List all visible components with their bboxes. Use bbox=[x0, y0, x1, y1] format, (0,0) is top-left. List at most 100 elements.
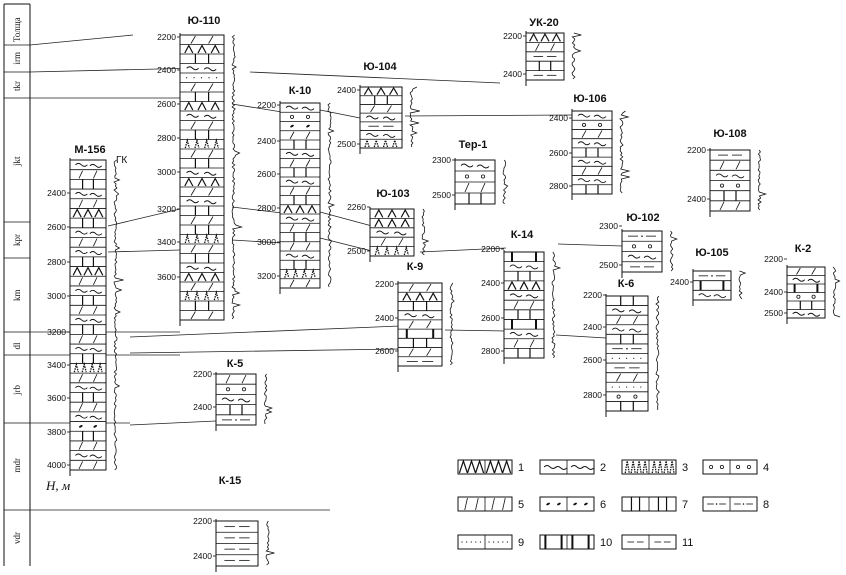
depth-label: 4000 bbox=[47, 460, 66, 470]
depth-label: 2400 bbox=[549, 113, 568, 123]
well-name: К-9 bbox=[407, 261, 424, 273]
correlation-line bbox=[107, 208, 181, 227]
depth-label: 2600 bbox=[375, 346, 394, 356]
correlation-line bbox=[249, 71, 501, 84]
gk-curve bbox=[832, 266, 841, 318]
depth-label: 2200 bbox=[193, 369, 212, 379]
formation-label: km bbox=[12, 289, 22, 301]
legend-item-5: 5 bbox=[457, 496, 524, 512]
depth-label: 2600 bbox=[47, 222, 66, 232]
legend-number: 11 bbox=[682, 537, 693, 549]
depth-label: 2400 bbox=[687, 194, 706, 204]
depth-label: 2400 bbox=[481, 278, 500, 288]
correlation-line bbox=[129, 348, 401, 354]
legend-item-11: 11 bbox=[621, 534, 693, 550]
correlation-line bbox=[231, 239, 283, 244]
depth-label: 2600 bbox=[549, 148, 568, 158]
depth-label: 2400 bbox=[503, 69, 522, 79]
depth-label: 2800 bbox=[157, 133, 176, 143]
well-УК-20: УК-20 2200 2400 bbox=[503, 17, 582, 86]
legend-item-10: 10 bbox=[539, 534, 612, 550]
depth-label: 2500 bbox=[337, 139, 356, 149]
depth-label: 2800 bbox=[583, 390, 602, 400]
formation-label: irm bbox=[12, 52, 22, 65]
depth-label: 3800 bbox=[47, 427, 66, 437]
correlation-line bbox=[555, 334, 607, 339]
legend-item-1: 1 bbox=[457, 459, 524, 475]
depth-label: 2260 bbox=[347, 202, 366, 212]
gk-curve bbox=[421, 208, 430, 256]
legend-number: 4 bbox=[763, 462, 769, 474]
well-name: К-10 bbox=[289, 85, 312, 97]
formation-label: vdr bbox=[12, 532, 22, 544]
correlation-line bbox=[419, 247, 507, 253]
depth-label: 2200 bbox=[687, 145, 706, 155]
depth-label: 3600 bbox=[157, 272, 176, 282]
depth-label: 2200 bbox=[193, 516, 212, 526]
well-name: Ю-105 bbox=[695, 247, 728, 259]
correlation-line bbox=[29, 67, 201, 73]
correlation-line bbox=[107, 249, 181, 253]
gk-curve bbox=[265, 520, 275, 566]
depth-label: 2300 bbox=[599, 221, 618, 231]
well-name: Ю-102 bbox=[626, 212, 659, 224]
legend-item-4: 4 bbox=[702, 459, 769, 475]
formation-mdr: mdr bbox=[4, 422, 30, 473]
well-name: Ю-108 bbox=[713, 128, 746, 140]
depth-label: 2500 bbox=[432, 190, 451, 200]
correlation-line bbox=[129, 420, 217, 426]
depth-label: 3400 bbox=[47, 360, 66, 370]
well-name: Ю-110 bbox=[188, 15, 221, 27]
gk-curve bbox=[551, 251, 562, 359]
gk-curve bbox=[231, 34, 244, 320]
legend-item-9: 9 bbox=[457, 534, 524, 550]
depth-label: 2200 bbox=[764, 254, 783, 264]
gk-curve bbox=[738, 270, 747, 300]
depth-label: 2800 bbox=[47, 257, 66, 267]
legend-item-2: 2 bbox=[539, 459, 606, 475]
well-name: М-156 bbox=[74, 144, 105, 156]
depth-label: 2200 bbox=[503, 31, 522, 41]
formation-label: mdr bbox=[12, 458, 22, 473]
formation-label: tkr bbox=[12, 81, 22, 91]
well-name: К-15 bbox=[219, 475, 242, 487]
well-name: К-5 bbox=[227, 358, 244, 370]
legend-number: 1 bbox=[518, 462, 524, 474]
depth-label: 3000 bbox=[47, 291, 66, 301]
depth-label: 2200 bbox=[257, 100, 276, 110]
well-name: К-6 bbox=[618, 278, 635, 290]
depth-label: 2200 bbox=[583, 290, 602, 300]
gk-curve bbox=[113, 159, 124, 471]
depth-label: 3000 bbox=[157, 167, 176, 177]
gk-curve bbox=[655, 295, 660, 410]
correlation-line bbox=[319, 211, 373, 227]
correlation-lines bbox=[29, 34, 623, 511]
well-name: УК-20 bbox=[529, 17, 558, 29]
depth-label: 2300 bbox=[432, 155, 451, 165]
well-name: Тер-1 bbox=[459, 139, 488, 151]
depth-label: 2400 bbox=[583, 322, 602, 332]
correlation-line bbox=[231, 103, 283, 113]
legend-number: 2 bbox=[600, 462, 606, 474]
wells: Ю-11022002400260028003000320034003600М-1… bbox=[47, 15, 841, 572]
depth-label: 2800 bbox=[481, 346, 500, 356]
gk-curve bbox=[263, 373, 274, 425]
well-М-156: М-15624002600280030003200340036003800400… bbox=[47, 144, 124, 476]
depth-label: 2600 bbox=[157, 99, 176, 109]
formation-vdr: vdr bbox=[4, 509, 30, 544]
gk-curve bbox=[409, 86, 420, 148]
legend-item-6: 6 bbox=[539, 496, 606, 512]
correlation-line bbox=[404, 114, 573, 117]
legend-number: 8 bbox=[763, 499, 769, 511]
depth-label: 3600 bbox=[47, 393, 66, 403]
legend-number: 3 bbox=[682, 462, 688, 474]
